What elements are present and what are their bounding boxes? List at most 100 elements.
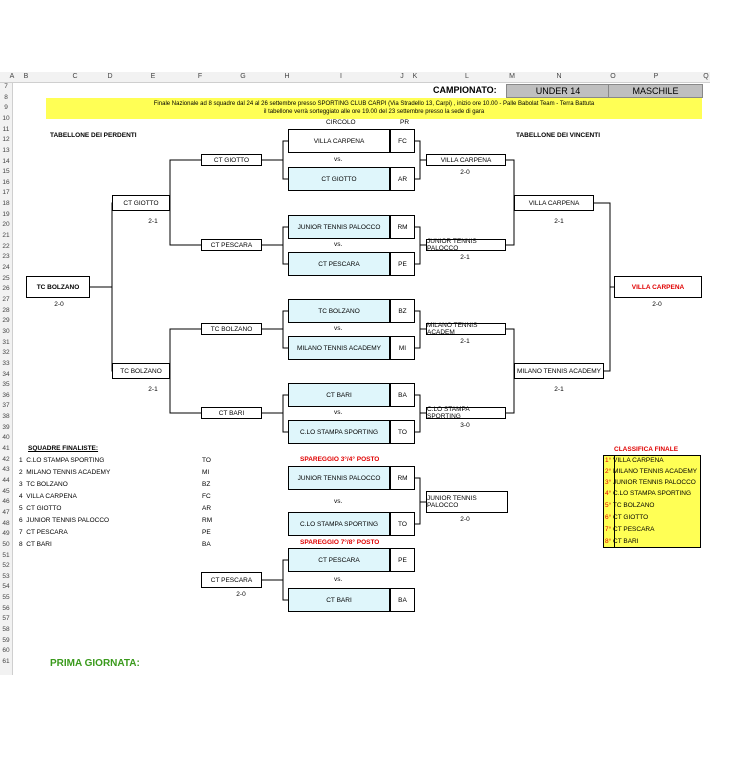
row-number[interactable]: 45 (2, 487, 10, 495)
seed-team[interactable]: CT BARI (288, 383, 390, 407)
row-number[interactable]: 56 (2, 604, 10, 612)
row-number[interactable]: 24 (2, 264, 10, 272)
row-number[interactable]: 22 (2, 242, 10, 250)
losers-r1-team[interactable]: TC BOLZANO (201, 323, 262, 335)
column-header[interactable]: C (72, 73, 78, 80)
winners-r2-team[interactable]: VILLA CARPENA (514, 195, 594, 211)
column-header[interactable]: G (240, 73, 246, 80)
row-number[interactable]: 42 (2, 455, 10, 463)
winners-r1-team[interactable]: MILANO TENNIS ACADEM (426, 322, 506, 336)
column-header[interactable]: K (412, 73, 418, 80)
row-number[interactable]: 16 (2, 178, 10, 186)
column-header[interactable]: F (197, 73, 203, 80)
row-number[interactable]: 49 (2, 530, 10, 538)
losers-r2-team[interactable]: TC BOLZANO (112, 363, 170, 379)
seed-code[interactable]: RM (390, 215, 415, 239)
row-number[interactable]: 21 (2, 232, 10, 240)
row-number[interactable]: 57 (2, 615, 10, 623)
row-number[interactable]: 7 (4, 83, 8, 90)
seed-team[interactable]: TC BOLZANO (288, 299, 390, 323)
row-number[interactable]: 52 (2, 562, 10, 570)
row-number[interactable]: 33 (2, 359, 10, 367)
losers-r1-team[interactable]: CT PESCARA (201, 239, 262, 251)
row-number[interactable]: 39 (2, 423, 10, 431)
seed-code[interactable]: TO (390, 420, 415, 444)
list-item[interactable]: 6° CT GIOTTO (605, 514, 649, 521)
list-item[interactable]: 4° C.LO STAMPA SPORTING (605, 490, 692, 497)
row-number[interactable]: 40 (2, 434, 10, 442)
column-header[interactable]: E (150, 73, 156, 80)
spareggio34-code[interactable]: RM (390, 466, 415, 490)
row-number[interactable]: 53 (2, 572, 10, 580)
row-number[interactable]: 54 (2, 583, 10, 591)
column-header[interactable]: N (556, 73, 562, 80)
column-header[interactable]: P (653, 73, 659, 80)
column-header[interactable]: Q (703, 73, 709, 80)
seed-code[interactable]: AR (390, 167, 415, 191)
row-number[interactable]: 26 (2, 285, 10, 293)
row-number[interactable]: 44 (2, 476, 10, 484)
row-number[interactable]: 61 (2, 658, 10, 665)
winners-r1-team[interactable]: C.LO STAMPA SPORTING (426, 406, 506, 420)
spareggio78-team[interactable]: CT PESCARA (288, 548, 390, 572)
row-number[interactable]: 31 (2, 338, 10, 346)
row-number[interactable]: 28 (2, 306, 10, 314)
row-number[interactable]: 43 (2, 466, 10, 474)
row-number[interactable]: 41 (2, 445, 10, 453)
losers-r1-team[interactable]: CT GIOTTO (201, 154, 262, 166)
list-item[interactable]: 4 VILLA CARPENA (19, 493, 77, 500)
column-header[interactable]: I (340, 73, 342, 80)
column-header[interactable]: H (284, 73, 290, 80)
column-header[interactable]: J (400, 73, 404, 80)
seed-code[interactable]: MI (390, 336, 415, 360)
seed-code[interactable]: BZ (390, 299, 415, 323)
column-header[interactable]: L (465, 73, 469, 80)
winners-r2-team[interactable]: MILANO TENNIS ACADEMY (514, 363, 604, 379)
spareggio34-winner[interactable]: JUNIOR TENNIS PALOCCO (426, 491, 508, 513)
row-number[interactable]: 38 (2, 413, 10, 421)
row-number[interactable]: 51 (2, 551, 10, 559)
list-item[interactable]: 1° VILLA CARPENA (605, 457, 664, 464)
row-number[interactable]: 50 (2, 540, 10, 548)
row-number[interactable]: 29 (2, 317, 10, 325)
seed-code[interactable]: FC (390, 129, 415, 153)
row-number[interactable]: 8 (4, 93, 8, 101)
row-number[interactable]: 60 (2, 647, 10, 655)
row-number[interactable]: 11 (2, 125, 10, 133)
spareggio78-team[interactable]: CT BARI (288, 588, 390, 612)
list-item[interactable]: 8 CT BARI (19, 541, 52, 548)
winners-r1-team[interactable]: JUNIOR TENNIS PALOCCO (426, 238, 506, 252)
row-number[interactable]: 32 (2, 349, 10, 357)
seed-team[interactable]: CT GIOTTO (288, 167, 390, 191)
row-number[interactable]: 59 (2, 636, 10, 644)
list-item[interactable]: 7° CT PESCARA (605, 526, 655, 533)
list-item[interactable]: 6 JUNIOR TENNIS PALOCCO (19, 517, 110, 524)
row-number[interactable]: 30 (2, 327, 10, 335)
row-number[interactable]: 15 (2, 168, 10, 176)
row-number[interactable]: 14 (2, 157, 10, 165)
seed-code[interactable]: PE (390, 252, 415, 276)
column-header[interactable]: M (509, 73, 515, 80)
seed-team[interactable]: MILANO TENNIS ACADEMY (288, 336, 390, 360)
seed-team[interactable]: JUNIOR TENNIS PALOCCO (288, 215, 390, 239)
list-item[interactable]: 5° TC BOLZANO (605, 502, 655, 509)
losers-r2-team[interactable]: CT GIOTTO (112, 195, 170, 211)
column-header[interactable]: B (23, 73, 29, 80)
row-number[interactable]: 10 (2, 114, 10, 122)
spareggio34-team[interactable]: C.LO STAMPA SPORTING (288, 512, 390, 536)
list-item[interactable]: 3° JUNIOR TENNIS PALOCCO (605, 479, 696, 486)
row-number[interactable]: 58 (2, 626, 10, 634)
row-number[interactable]: 13 (2, 146, 10, 154)
row-number[interactable]: 55 (2, 594, 10, 602)
row-number[interactable]: 20 (2, 221, 10, 229)
row-number[interactable]: 9 (4, 104, 8, 112)
column-header[interactable]: A (9, 73, 15, 80)
seed-team[interactable]: CT PESCARA (288, 252, 390, 276)
row-number[interactable]: 23 (2, 253, 10, 261)
row-number[interactable]: 47 (2, 508, 10, 516)
row-number[interactable]: 27 (2, 295, 10, 303)
spareggio78-code[interactable]: PE (390, 548, 415, 572)
list-item[interactable]: 2 MILANO TENNIS ACADEMY (19, 469, 111, 476)
losers-final-team[interactable]: TC BOLZANO (26, 276, 90, 298)
list-item[interactable]: 7 CT PESCARA (19, 529, 68, 536)
